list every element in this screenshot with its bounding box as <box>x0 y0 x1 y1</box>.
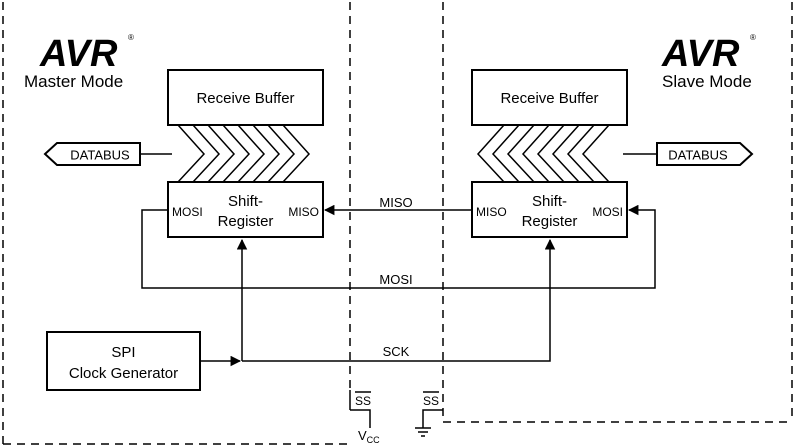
sck-line <box>242 238 556 362</box>
ground-symbol <box>415 427 431 437</box>
mosi-line <box>141 204 656 289</box>
master-mode-label: Master Mode <box>24 72 123 91</box>
slave-boundary <box>442 2 793 423</box>
bus-line <box>521 124 550 183</box>
slave-bus-lines <box>476 124 610 183</box>
slave-databus-arrow <box>656 142 754 166</box>
slave-receive-buffer <box>471 69 628 126</box>
slave-registered-mark: ® <box>750 33 756 42</box>
bus-line <box>566 124 595 183</box>
slave-ss-label: SS <box>423 394 439 408</box>
bus-line <box>282 124 311 183</box>
master-mosi-pin: MOSI <box>172 205 203 219</box>
slave-avr-logo: AVR <box>661 33 740 75</box>
slave-miso-pin: MISO <box>476 205 507 219</box>
master-boundary <box>2 2 351 445</box>
slave-shift-register <box>471 181 628 238</box>
bus-line <box>491 124 520 183</box>
clock-generator-label-2: Clock Generator <box>69 365 178 382</box>
bus-line <box>536 124 565 183</box>
slave-mode-label: Slave Mode <box>662 72 752 91</box>
master-registered-mark: ® <box>128 33 134 42</box>
slave-receive-buffer-label: Receive Buffer <box>500 90 598 107</box>
master-receive-buffer-label: Receive Buffer <box>196 90 294 107</box>
bus-line <box>506 124 535 183</box>
vcc-label-sub: CC <box>367 435 380 445</box>
bus-line <box>237 124 266 183</box>
slave-shift-label-1: Shift- <box>532 193 567 210</box>
sck-signal-label: SCK <box>383 344 410 359</box>
bus-line <box>192 124 221 183</box>
mosi-signal-label: MOSI <box>379 272 412 287</box>
slave-ss-gnd-line <box>422 409 443 428</box>
bus-line <box>551 124 580 183</box>
master-avr-logo: AVR <box>39 33 118 75</box>
bus-line <box>267 124 296 183</box>
clock-generator-label-1: SPI <box>111 344 135 361</box>
master-ss-vcc-line <box>350 409 371 428</box>
bus-line <box>476 124 505 183</box>
bus-line <box>222 124 251 183</box>
master-shift-label-2: Register <box>218 213 274 230</box>
master-bus-lines <box>177 124 311 183</box>
master-databus-label: DATABUS <box>70 148 130 163</box>
master-receive-buffer <box>167 69 324 126</box>
vcc-label-main: V <box>358 428 367 443</box>
master-miso-pin: MISO <box>288 205 319 219</box>
master-shift-register <box>167 181 324 238</box>
master-ss-label: SS <box>355 394 371 408</box>
slave-databus-label: DATABUS <box>668 148 728 163</box>
miso-signal-label: MISO <box>379 195 412 210</box>
slave-mosi-pin: MOSI <box>592 205 623 219</box>
bus-line <box>252 124 281 183</box>
spi-clock-generator <box>46 331 201 391</box>
bus-line <box>581 124 610 183</box>
bus-line <box>177 124 206 183</box>
bus-line <box>207 124 236 183</box>
slave-shift-label-2: Register <box>522 213 578 230</box>
vcc-label: VCC <box>358 428 380 445</box>
master-shift-label-1: Shift- <box>228 193 263 210</box>
